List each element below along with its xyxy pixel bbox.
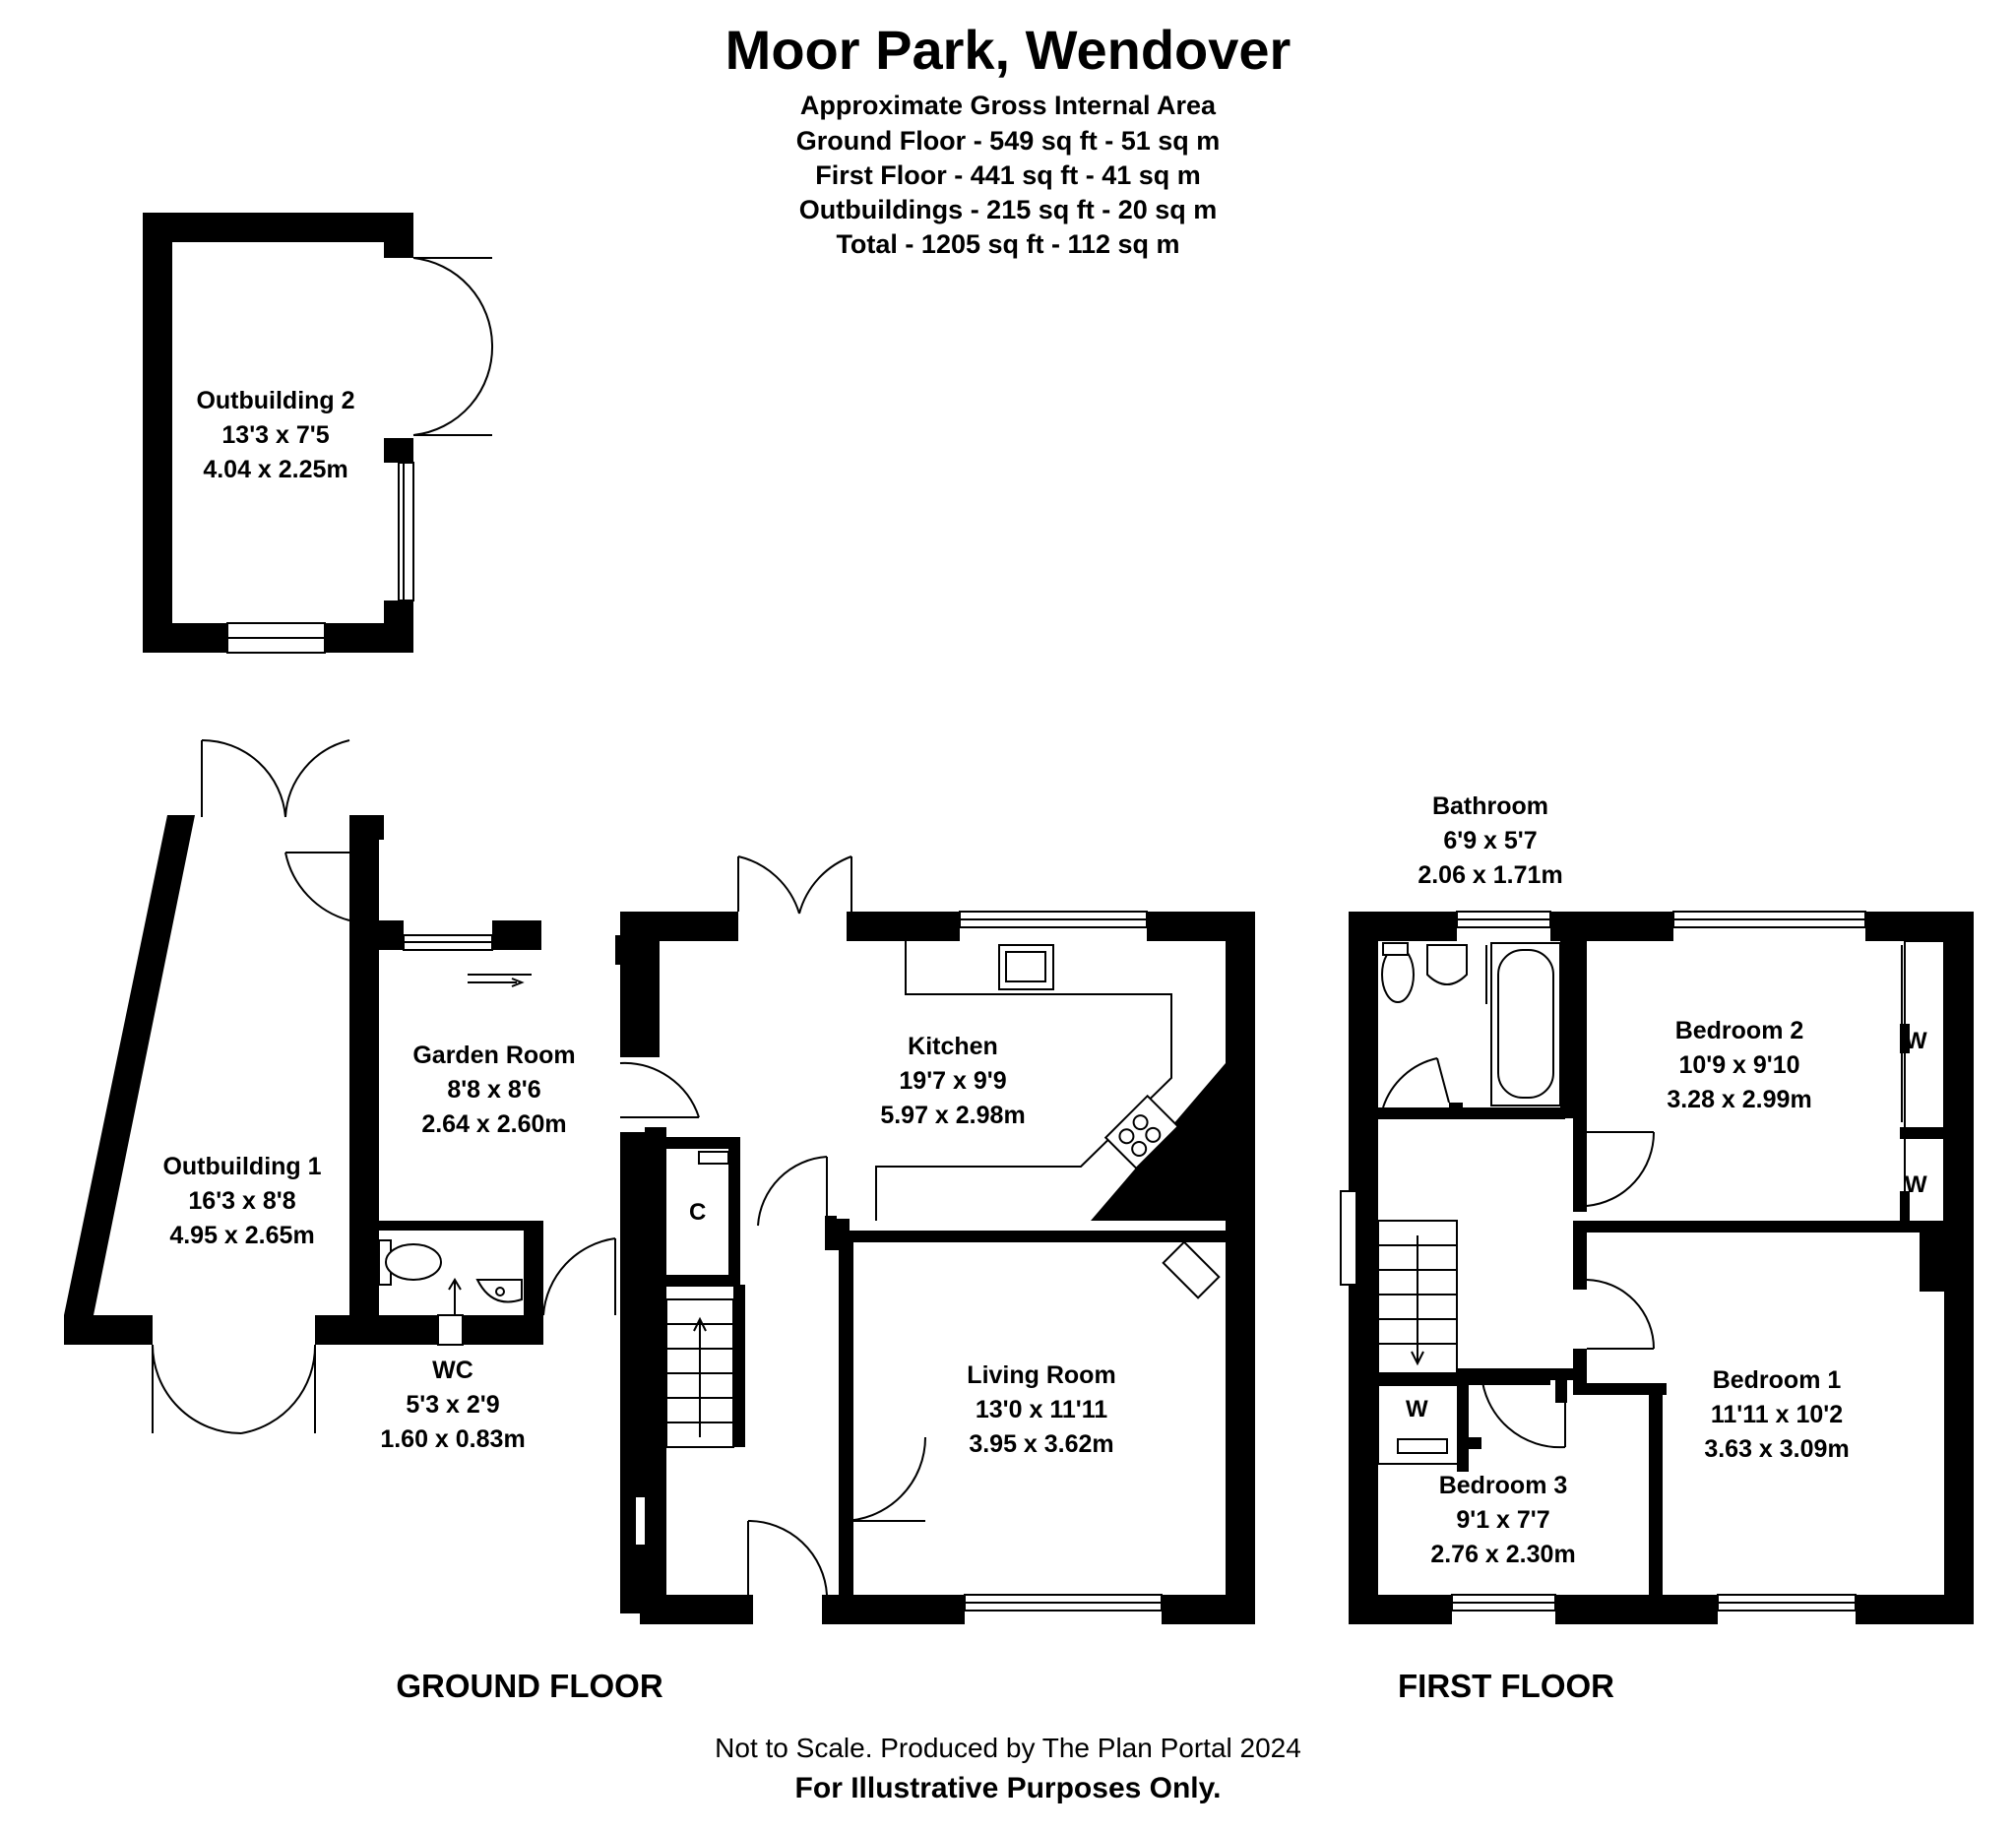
disclaimer-text: Not to Scale. Produced by The Plan Porta… [715,1733,1301,1763]
room-name: Bathroom [1431,792,1549,820]
outbuildings-area: Outbuildings - 215 sq ft - 20 sq m [798,195,1218,224]
room-size-imperial: 10'9 x 9'10 [1678,1051,1800,1079]
first-floor-label: FIRST FLOOR [1398,1668,1614,1704]
outbuilding-2-walls [143,213,494,654]
room-name: Garden Room [412,1042,576,1069]
ground-floor-label: GROUND FLOOR [396,1668,663,1704]
room-size-imperial: 16'3 x 8'8 [188,1187,296,1215]
room-size-metric: 2.76 x 2.30m [1430,1541,1576,1568]
room-label-kitchen: Kitchen 19'7 x 9'9 5.97 x 2.98m [880,1030,1025,1133]
room-label-outbuilding-1: Outbuilding 1 16'3 x 8'8 4.95 x 2.65m [162,1150,321,1253]
area-heading: Approximate Gross Internal Area [799,91,1217,120]
room-name: Outbuilding 2 [196,387,355,414]
room-label-living-room: Living Room 13'0 x 11'11 3.95 x 3.62m [967,1359,1115,1462]
wardrobe-marker-bedroom2-lower: W [1905,1171,1927,1198]
room-size-imperial: 5'3 x 2'9 [406,1391,500,1419]
room-label-wc: WC 5'3 x 2'9 1.60 x 0.83m [380,1354,525,1457]
room-name: Kitchen [908,1033,998,1060]
room-size-metric: 3.28 x 2.99m [1667,1086,1812,1113]
room-name: Bedroom 1 [1712,1366,1842,1394]
room-size-metric: 4.95 x 2.65m [169,1222,315,1249]
room-size-imperial: 8'8 x 8'6 [447,1076,541,1104]
room-name: Bedroom 2 [1674,1017,1804,1044]
room-size-metric: 1.60 x 0.83m [380,1425,526,1453]
garden-room-walls [201,738,616,1346]
room-size-metric: 3.95 x 3.62m [969,1430,1114,1458]
first-floor-area: First Floor - 441 sq ft - 41 sq m [815,160,1201,190]
room-size-imperial: 9'1 x 7'7 [1456,1506,1550,1534]
room-name: Outbuilding 1 [162,1153,322,1180]
room-name: WC [432,1357,473,1384]
ground-floor-area: Ground Floor - 549 sq ft - 51 sq m [795,126,1221,156]
room-label-bedroom-3: Bedroom 3 9'1 x 7'7 2.76 x 2.30m [1430,1469,1575,1572]
room-size-metric: 5.97 x 2.98m [880,1102,1026,1129]
room-size-metric: 4.04 x 2.25m [203,456,348,483]
wardrobe-marker-bedroom2-upper: W [1905,1028,1927,1054]
room-size-imperial: 13'3 x 7'5 [221,421,330,449]
first-floor-walls [1340,911,1974,1624]
room-size-metric: 2.64 x 2.60m [421,1110,567,1138]
room-size-imperial: 11'11 x 10'2 [1710,1401,1844,1428]
ground-floor-walls [615,855,1255,1624]
illustrative-notice: For Illustrative Purposes Only. [794,1772,1222,1804]
room-label-outbuilding-2: Outbuilding 2 13'3 x 7'5 4.04 x 2.25m [196,384,354,487]
room-size-metric: 2.06 x 1.71m [1418,861,1563,889]
room-label-garden-room: Garden Room 8'8 x 8'6 2.64 x 2.60m [412,1039,575,1142]
room-label-bathroom: Bathroom 6'9 x 5'7 2.06 x 1.71m [1418,790,1562,893]
cupboard-marker: C [689,1199,707,1226]
room-label-bedroom-1: Bedroom 1 11'11 x 10'2 3.63 x 3.09m [1704,1363,1849,1467]
page-title: Moor Park, Wendover [724,19,1292,81]
room-name: Living Room [967,1361,1116,1389]
room-size-imperial: 13'0 x 11'11 [975,1396,1108,1423]
room-size-metric: 3.63 x 3.09m [1704,1435,1850,1463]
room-label-bedroom-2: Bedroom 2 10'9 x 9'10 3.28 x 2.99m [1667,1014,1811,1117]
room-size-imperial: 6'9 x 5'7 [1443,827,1538,854]
room-name: Bedroom 3 [1438,1472,1568,1499]
room-size-imperial: 19'7 x 9'9 [899,1067,1007,1095]
wardrobe-marker-bedroom3: W [1406,1396,1428,1422]
total-area: Total - 1205 sq ft - 112 sq m [836,229,1180,259]
